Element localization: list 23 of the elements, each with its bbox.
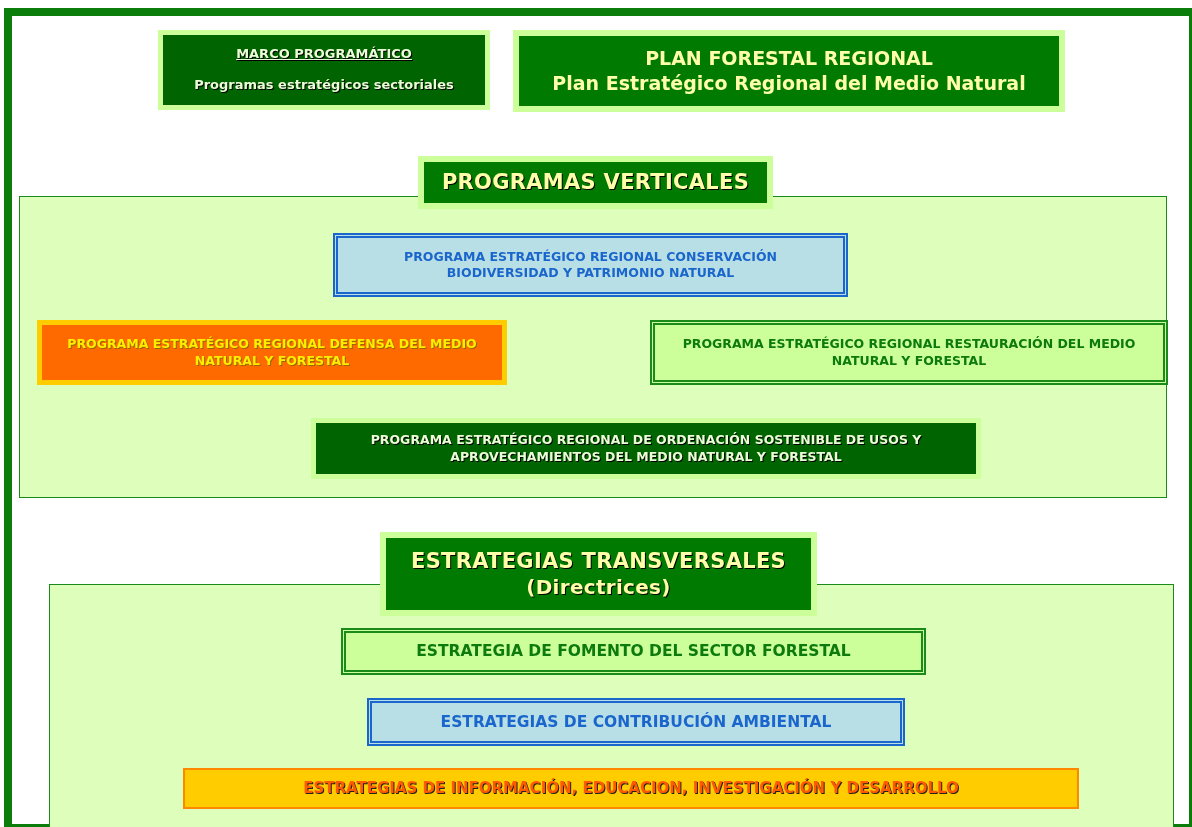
program-box	[311, 418, 981, 479]
box-text: PROGRAMA ESTRATÉGICO REGIONAL DE ORDENACIÓN SOSTENIBLE DE USOS Y APROVECHAMIENTOS DEL MEDIO NATURAL Y FORESTAL	[369, 432, 923, 465]
program-box	[367, 698, 905, 746]
heading-text: ESTRATEGIAS TRANSVERSALES	[411, 549, 786, 574]
box-text: Programas estratégicos sectoriales	[194, 77, 454, 94]
heading-text: (Directrices)	[526, 574, 671, 599]
box-text: PROGRAMA ESTRATÉGICO REGIONAL RESTAURACIÓN DEL MEDIO NATURAL Y FORESTAL	[681, 336, 1137, 369]
box-text: ESTRATEGIAS DE INFORMACIÓN, EDUCACION, INVESTIGACIÓN Y DESARROLLO	[303, 778, 959, 799]
box-heading: MARCO PROGRAMÁTICO	[236, 46, 412, 63]
program-box	[37, 320, 507, 385]
program-box	[341, 628, 926, 675]
box-text: ESTRATEGIAS DE CONTRIBUCIÓN AMBIENTAL	[440, 711, 832, 733]
heading-text: PROGRAMAS VERTICALES	[441, 169, 750, 194]
program-box	[158, 30, 490, 110]
program-box	[183, 768, 1079, 809]
box-text: Plan Estratégico Regional del Medio Natural	[552, 71, 1026, 96]
box-text: PROGRAMA ESTRATÉGICO REGIONAL DEFENSA DEL MEDIO NATURAL Y FORESTAL	[66, 336, 478, 369]
box-text: ESTRATEGIA DE FOMENTO DEL SECTOR FORESTAL	[416, 641, 851, 662]
program-box	[513, 30, 1065, 112]
program-box	[333, 233, 848, 297]
program-box	[650, 320, 1168, 385]
box-text: PROGRAMA ESTRATÉGICO REGIONAL CONSERVACIÓN BIODIVERSIDAD Y PATRIMONIO NATURAL	[403, 248, 778, 282]
box-heading: PLAN FORESTAL REGIONAL	[645, 46, 933, 71]
